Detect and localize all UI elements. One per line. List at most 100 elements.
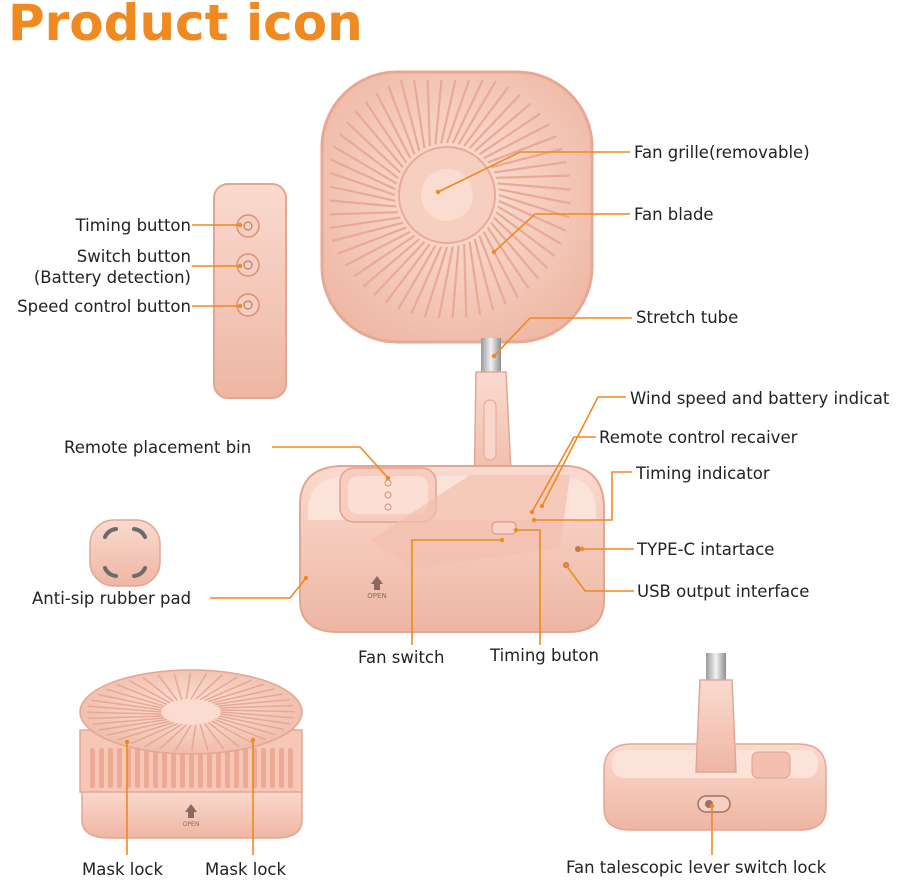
- folded-rib: [153, 748, 158, 788]
- folded-spoke: [88, 705, 162, 713]
- label-timing-button: Timing button: [75, 216, 191, 235]
- label-stretch-tube: Stretch tube: [636, 308, 739, 327]
- folded-rib: [189, 748, 194, 788]
- folded-rib: [225, 748, 230, 788]
- folded-spoke: [190, 724, 197, 752]
- grille-spoke: [426, 79, 431, 146]
- grille-spoke: [451, 245, 460, 319]
- label-remote-bin: Remote placement bin: [64, 438, 252, 457]
- folded-spoke: [97, 693, 163, 709]
- folded-rib: [90, 748, 95, 788]
- label-timing-buton: Timing buton: [490, 646, 599, 665]
- grille-spoke: [487, 135, 557, 164]
- label-timing-indicator: Timing indicator: [636, 464, 770, 483]
- callout-dot: [531, 517, 537, 523]
- grille-spoke: [457, 80, 497, 145]
- grille-spoke: [473, 238, 495, 311]
- folded-open-marking: OPEN: [183, 821, 200, 828]
- callout-dot: [303, 575, 309, 581]
- folded-rib: [270, 748, 275, 788]
- grille-spoke: [329, 185, 396, 202]
- folded-spoke: [212, 688, 275, 704]
- folded-rib: [207, 748, 212, 788]
- callout-line: [493, 213, 630, 253]
- folded-rib: [279, 748, 284, 788]
- grille-spoke: [364, 100, 408, 164]
- folded-spoke: [159, 724, 187, 750]
- callout-dot: [237, 263, 243, 269]
- folded-spoke: [208, 721, 240, 748]
- folded-spoke: [157, 674, 178, 701]
- grille-spoke: [496, 174, 570, 179]
- label-battery-detection: (Battery detection): [33, 268, 191, 287]
- folded-spoke: [220, 711, 294, 719]
- callout-dot: [385, 475, 391, 481]
- grille-spoke: [478, 235, 507, 305]
- grille-spoke: [463, 86, 510, 147]
- callout-line: [411, 539, 502, 645]
- folded-spoke: [92, 717, 165, 726]
- folded-spoke: [204, 723, 225, 750]
- folded-rib: [288, 748, 293, 788]
- callout-dot: [237, 222, 243, 228]
- callout-line: [565, 564, 634, 592]
- grille-spoke: [345, 121, 401, 174]
- grille-spoke: [352, 234, 416, 278]
- grille-spoke: [478, 112, 542, 156]
- grille-spoke: [329, 216, 401, 230]
- folded-spoke: [91, 699, 162, 711]
- callout-dot: [237, 303, 243, 309]
- grille-spoke: [384, 243, 431, 304]
- grille-spoke: [337, 226, 407, 255]
- callout-line: [541, 396, 626, 507]
- callout-line: [437, 151, 630, 193]
- grille-spoke: [495, 211, 556, 258]
- grille-spoke: [329, 211, 398, 216]
- folded-spoke: [217, 717, 276, 736]
- folded-spoke: [220, 709, 296, 713]
- folded-spoke: [204, 679, 252, 702]
- grille-spoke: [493, 160, 567, 174]
- grille-spoke: [344, 230, 411, 267]
- center-slot: [370, 475, 570, 568]
- grille-spoke: [332, 145, 397, 185]
- folded-rib: [108, 748, 113, 788]
- folded-rib: [171, 748, 176, 788]
- switch-button-dot: [236, 253, 260, 277]
- grille-spoke: [468, 93, 521, 149]
- label-mask-lock-right: Mask lock: [205, 860, 287, 879]
- callout-dot: [513, 527, 519, 533]
- fan-grille-spokes: [329, 79, 571, 319]
- callout-line: [272, 446, 389, 479]
- grille-spoke: [362, 238, 421, 288]
- folded-rib: [180, 748, 185, 788]
- callout-dot: [539, 503, 545, 509]
- label-mask-lock-left: Mask lock: [82, 860, 164, 879]
- folded-spoke: [190, 673, 208, 700]
- grille-spoke: [354, 110, 404, 169]
- grille-spoke: [399, 79, 421, 152]
- callout-dot: [563, 562, 569, 568]
- callout-line: [534, 471, 632, 521]
- label-wind-speed: Wind speed and battery indicat: [630, 389, 890, 408]
- grille-spoke: [437, 246, 454, 319]
- grille-spoke: [498, 188, 571, 205]
- label-fan-switch: Fan switch: [358, 648, 445, 667]
- folded-spoke: [116, 683, 168, 706]
- folded-spoke: [219, 704, 294, 709]
- tube-slot: [483, 399, 497, 461]
- grille-spoke: [329, 171, 396, 197]
- grille-spoke: [410, 246, 443, 315]
- folded-fan: OPEN: [79, 669, 303, 839]
- folded-spoke: [185, 672, 192, 700]
- page-title: Product icon: [8, 0, 363, 52]
- label-speed-control: Speed control button: [17, 297, 191, 316]
- grille-spoke: [331, 221, 404, 243]
- label-anti-sip: Anti-sip rubber pad: [32, 589, 192, 608]
- folded-spoke: [211, 720, 254, 745]
- folded-fan-spokes: [86, 672, 296, 752]
- grille-spoke: [440, 79, 457, 144]
- base-open-marking: OPEN: [367, 592, 386, 600]
- folded-rib: [99, 748, 104, 788]
- grille-spoke: [473, 102, 532, 152]
